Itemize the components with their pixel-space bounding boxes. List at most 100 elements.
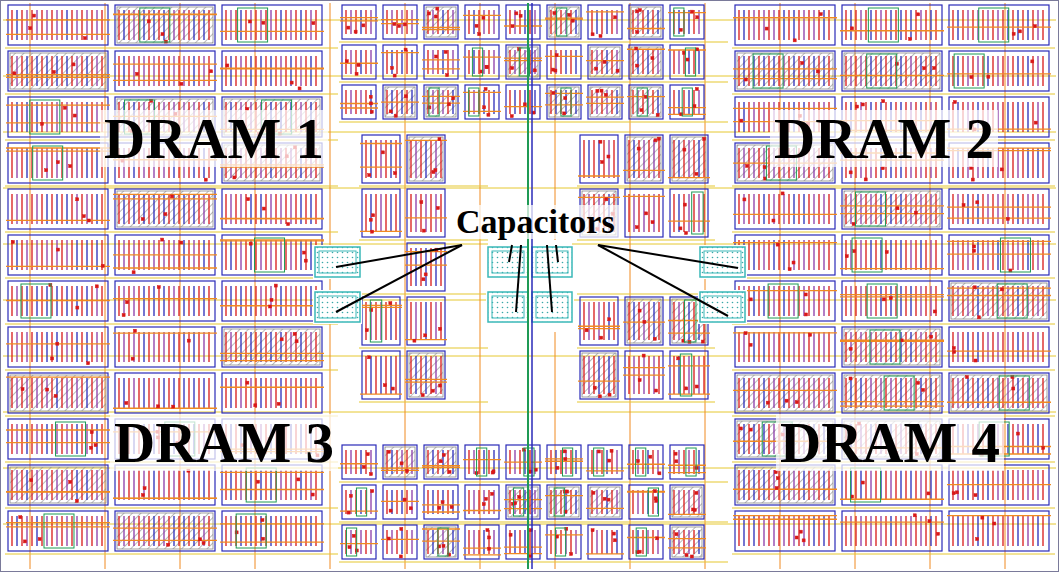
- gate-finger: [260, 286, 261, 316]
- gate-finger: [300, 470, 301, 500]
- gate-finger: [240, 286, 241, 316]
- contact: [781, 192, 784, 195]
- gate-finger: [798, 240, 799, 270]
- contact: [247, 198, 250, 201]
- gate-finger: [81, 332, 82, 362]
- gate-finger: [987, 286, 988, 316]
- gate-finger: [250, 10, 251, 40]
- metal-wire: [504, 25, 542, 26]
- metal-wire: [840, 340, 944, 341]
- gate-finger: [143, 332, 144, 362]
- contact: [87, 362, 90, 365]
- gate-finger: [935, 56, 936, 86]
- gate-finger: [178, 56, 179, 86]
- gate-finger: [81, 378, 82, 408]
- contact: [973, 249, 976, 252]
- contact: [94, 444, 97, 447]
- gate-finger: [230, 378, 231, 408]
- gate-finger: [962, 194, 963, 224]
- gate-finger: [1012, 102, 1013, 132]
- power-rail: [5, 553, 338, 554]
- gate-finger: [890, 332, 891, 362]
- contact: [362, 24, 365, 27]
- gate-finger: [270, 378, 271, 408]
- gate-finger: [793, 194, 794, 224]
- gate-finger: [36, 332, 37, 362]
- metal-wire: [733, 332, 837, 333]
- gate-finger: [101, 332, 102, 362]
- gate-finger: [66, 424, 67, 454]
- cell-outline: [842, 373, 942, 413]
- cell-outline: [383, 45, 417, 79]
- gate-finger: [657, 10, 658, 34]
- gate-finger: [11, 56, 12, 86]
- gate-finger: [41, 148, 42, 178]
- contact: [312, 22, 315, 25]
- metal-wire: [733, 515, 837, 516]
- cell-outline: [8, 97, 108, 137]
- metal-wire: [6, 526, 110, 527]
- gate-finger: [803, 194, 804, 224]
- diffusion: [238, 8, 268, 42]
- contact: [849, 377, 852, 380]
- gate-finger: [1032, 516, 1033, 546]
- gate-finger: [61, 470, 62, 500]
- gate-finger: [305, 332, 306, 362]
- gate-finger: [1042, 10, 1043, 40]
- gate-finger: [315, 10, 316, 40]
- gate-finger: [360, 50, 361, 74]
- gate-finger: [81, 56, 82, 86]
- gate-finger: [46, 424, 47, 454]
- metal-wire: [480, 3, 481, 569]
- gate-finger: [524, 10, 525, 34]
- gate-finger: [1012, 424, 1013, 454]
- gate-finger: [905, 240, 906, 270]
- contact: [744, 78, 747, 81]
- cell-outline: [8, 189, 108, 229]
- gate-finger: [36, 240, 37, 270]
- gate-finger: [748, 194, 749, 224]
- gate-finger: [758, 194, 759, 224]
- contact: [345, 60, 348, 63]
- gate-finger: [972, 194, 973, 224]
- gate-finger: [1017, 332, 1018, 362]
- gate-finger: [310, 56, 311, 86]
- metal-wire: [6, 522, 110, 523]
- contact: [133, 329, 136, 332]
- gate-finger: [1012, 286, 1013, 316]
- gate-finger: [305, 286, 306, 316]
- gate-finger: [158, 516, 159, 546]
- gate-finger: [920, 378, 921, 408]
- gate-finger: [36, 194, 37, 224]
- gate-finger: [952, 378, 953, 408]
- gate-finger: [365, 10, 366, 34]
- gate-finger: [778, 56, 779, 86]
- gate-finger: [1037, 240, 1038, 270]
- gate-finger: [36, 470, 37, 500]
- metal-wire: [545, 17, 583, 18]
- gate-finger: [1012, 240, 1013, 270]
- contact: [1006, 217, 1009, 220]
- gate-finger: [895, 286, 896, 316]
- gate-finger: [168, 516, 169, 546]
- metal-wire: [840, 268, 944, 269]
- gate-finger: [865, 470, 866, 500]
- gate-finger: [315, 378, 316, 408]
- gate-finger: [957, 56, 958, 86]
- gate-finger: [803, 56, 804, 86]
- gate-finger: [763, 194, 764, 224]
- contact: [393, 74, 396, 77]
- gate-finger: [225, 332, 226, 362]
- gate-finger: [611, 10, 612, 34]
- gate-finger: [967, 378, 968, 408]
- well-region: [951, 375, 1047, 411]
- diffusion: [768, 284, 798, 318]
- well-region: [224, 329, 320, 365]
- gate-finger: [860, 470, 861, 500]
- gate-finger: [890, 56, 891, 86]
- metal-wire: [220, 218, 324, 219]
- gate-finger: [143, 56, 144, 86]
- contact: [792, 261, 795, 264]
- gate-finger: [783, 10, 784, 40]
